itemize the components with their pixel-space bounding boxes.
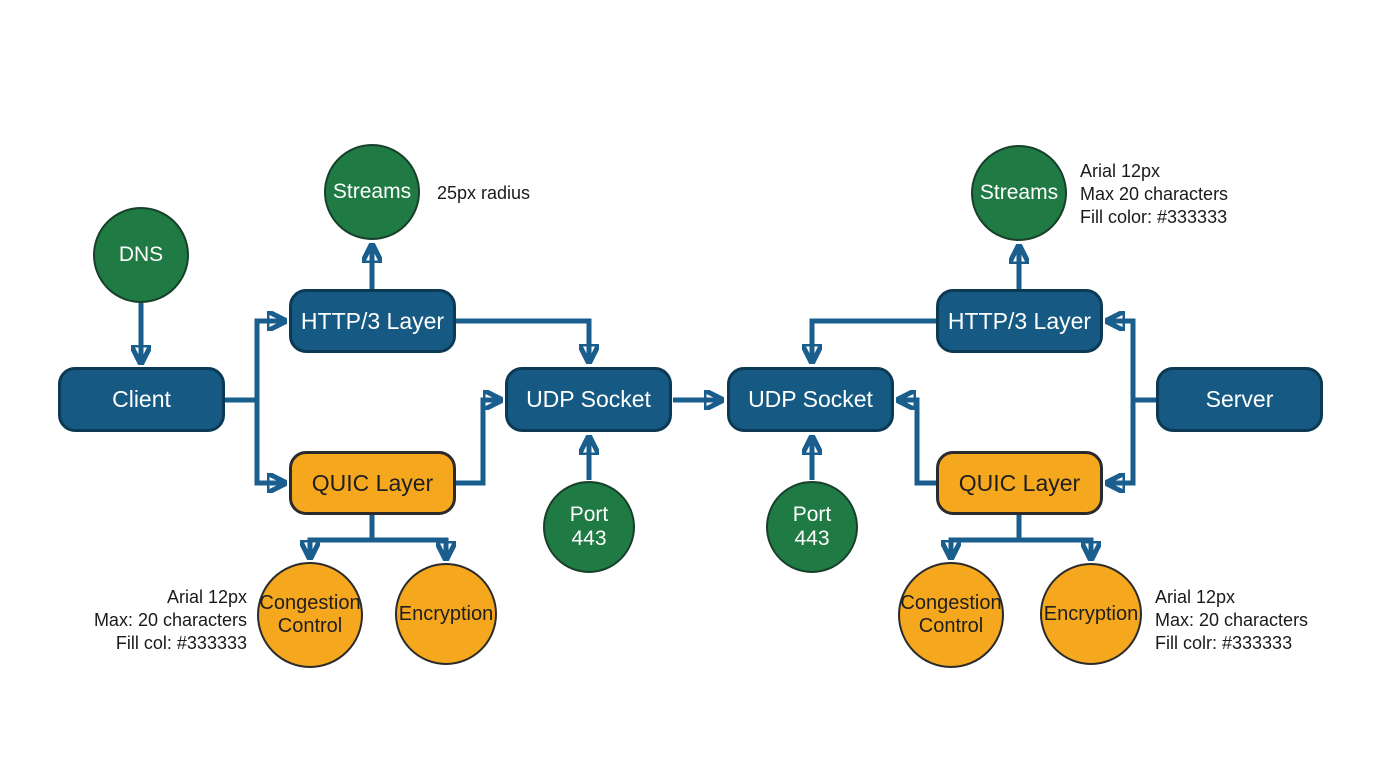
edge-http3-udp-right	[812, 318, 936, 362]
node-udp-right: UDP Socket	[727, 367, 894, 432]
node-congestion-right-label: Congestion Control	[900, 592, 1002, 637]
node-encryption-right-label: Encryption	[1043, 602, 1139, 625]
node-dns: DNS	[93, 207, 189, 303]
node-udp-left: UDP Socket	[505, 367, 672, 432]
node-port-right: Port 443	[766, 481, 858, 573]
node-server: Server	[1156, 367, 1323, 432]
node-encryption-left: Encryption	[395, 563, 497, 665]
node-quic-left-label: QUIC Layer	[311, 469, 434, 496]
node-udp-right-label: UDP Socket	[748, 386, 873, 413]
node-port-right-label: Port 443	[792, 502, 832, 550]
edge-http3-udp-left	[456, 318, 589, 362]
annotation-quic-right: Arial 12px Max: 20 characters Fill colr:…	[1155, 587, 1309, 653]
edge-quic-congestion-right	[951, 537, 1019, 558]
node-port-left-label: Port 443	[569, 502, 609, 550]
node-client-label: Client	[112, 386, 171, 413]
node-congestion-right: Congestion Control	[898, 562, 1004, 668]
edge-quic-encryption-left	[372, 537, 446, 559]
node-port-left: Port 443	[543, 481, 635, 573]
annotation-quic-left: Arial 12px Max: 20 characters Fill col: …	[93, 587, 247, 653]
node-http3-left-label: HTTP/3 Layer	[300, 307, 445, 334]
node-quic-left: QUIC Layer	[289, 451, 456, 515]
node-encryption-right: Encryption	[1040, 563, 1142, 665]
edge-quic-udp-right	[898, 400, 936, 486]
edge-quic-udp-left	[456, 400, 501, 486]
node-congestion-left: Congestion Control	[257, 562, 363, 668]
node-udp-left-label: UDP Socket	[526, 386, 651, 413]
edge-quic-encryption-right	[1019, 537, 1091, 559]
node-server-label: Server	[1205, 386, 1274, 413]
edge-server-quic	[1107, 400, 1136, 483]
node-encryption-left-label: Encryption	[398, 602, 494, 625]
annotation-streams-left: 25px radius	[437, 183, 531, 203]
node-streams-right-label: Streams	[979, 180, 1059, 204]
edge-server-http3	[1107, 321, 1136, 400]
edge-quic-congestion-left	[310, 537, 372, 558]
node-streams-left: Streams	[324, 144, 420, 240]
node-streams-right: Streams	[971, 145, 1067, 241]
node-http3-right-label: HTTP/3 Layer	[947, 307, 1092, 334]
edge-client-http3	[254, 321, 285, 400]
node-http3-right: HTTP/3 Layer	[936, 289, 1103, 353]
node-congestion-left-label: Congestion Control	[259, 592, 361, 637]
node-client: Client	[58, 367, 225, 432]
node-quic-right: QUIC Layer	[936, 451, 1103, 515]
node-streams-left-label: Streams	[332, 179, 412, 203]
annotation-streams-right: Arial 12px Max 20 characters Fill color:…	[1080, 161, 1229, 227]
edge-client-quic	[254, 400, 285, 483]
node-dns-label: DNS	[118, 242, 164, 266]
node-http3-left: HTTP/3 Layer	[289, 289, 456, 353]
node-quic-right-label: QUIC Layer	[958, 469, 1081, 496]
